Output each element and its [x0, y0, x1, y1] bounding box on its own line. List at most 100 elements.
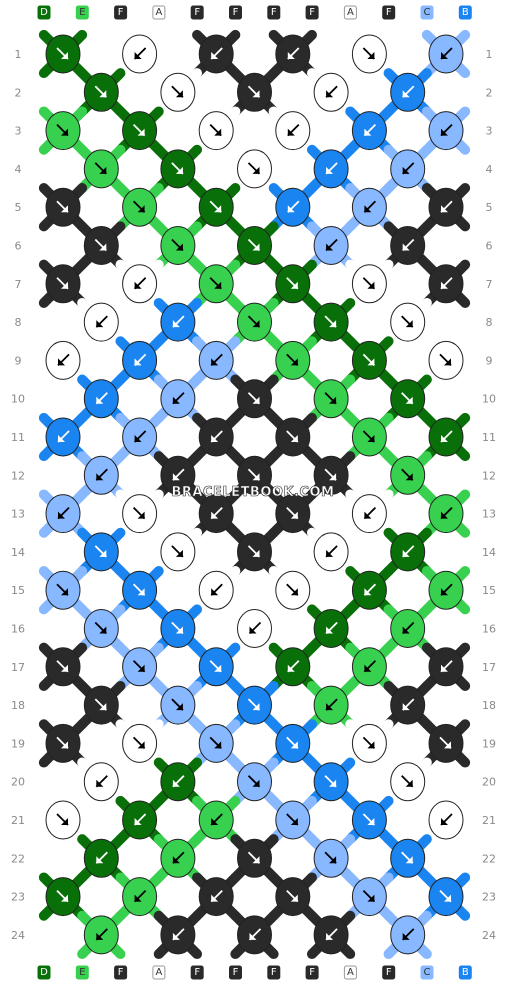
knot[interactable] — [275, 34, 311, 74]
knot[interactable] — [83, 685, 119, 725]
knot[interactable] — [390, 302, 426, 342]
knot[interactable] — [351, 494, 387, 534]
knot[interactable] — [198, 264, 234, 304]
knot[interactable] — [83, 762, 119, 802]
knot[interactable] — [45, 494, 81, 534]
knot[interactable] — [160, 72, 196, 112]
knot[interactable] — [122, 340, 158, 380]
knot[interactable] — [160, 302, 196, 342]
knot[interactable] — [122, 34, 158, 74]
knot[interactable] — [428, 570, 464, 610]
knot[interactable] — [237, 532, 272, 572]
knot[interactable] — [198, 723, 234, 763]
knot[interactable] — [237, 226, 272, 265]
knot[interactable] — [45, 417, 81, 457]
knot[interactable] — [45, 877, 81, 917]
knot[interactable] — [428, 800, 464, 840]
knot[interactable] — [83, 72, 119, 112]
knot[interactable] — [198, 877, 234, 917]
knot[interactable] — [160, 609, 196, 648]
knot[interactable] — [275, 340, 311, 380]
knot[interactable] — [122, 723, 158, 763]
knot[interactable] — [83, 455, 119, 495]
knot[interactable] — [45, 647, 81, 687]
knot[interactable] — [83, 302, 119, 342]
knot[interactable] — [275, 417, 311, 457]
knot[interactable] — [313, 915, 349, 955]
knot[interactable] — [313, 72, 349, 112]
knot[interactable] — [351, 800, 387, 840]
knot[interactable] — [122, 417, 158, 457]
knot[interactable] — [313, 762, 349, 802]
knot[interactable] — [428, 877, 464, 917]
knot[interactable] — [237, 149, 272, 189]
knot[interactable] — [237, 455, 272, 495]
knot[interactable] — [237, 685, 272, 725]
knot[interactable] — [275, 187, 311, 227]
knot[interactable] — [351, 417, 387, 457]
knot[interactable] — [351, 340, 387, 380]
knot[interactable] — [275, 570, 311, 610]
knot[interactable] — [198, 570, 234, 610]
knot[interactable] — [45, 723, 81, 763]
knot[interactable] — [390, 149, 426, 189]
knot[interactable] — [237, 302, 272, 342]
knot[interactable] — [428, 723, 464, 763]
knot[interactable] — [428, 647, 464, 687]
knot[interactable] — [160, 455, 196, 495]
knot[interactable] — [160, 838, 196, 878]
knot[interactable] — [237, 609, 272, 648]
knot[interactable] — [122, 187, 158, 227]
knot[interactable] — [83, 226, 119, 265]
knot[interactable] — [313, 379, 349, 419]
knot[interactable] — [390, 609, 426, 648]
knot[interactable] — [351, 723, 387, 763]
knot[interactable] — [390, 915, 426, 955]
knot[interactable] — [122, 111, 158, 151]
knot[interactable] — [198, 34, 234, 74]
knot[interactable] — [351, 111, 387, 151]
knot[interactable] — [313, 838, 349, 878]
knot[interactable] — [390, 532, 426, 572]
knot[interactable] — [83, 149, 119, 189]
knot[interactable] — [160, 685, 196, 725]
knot[interactable] — [160, 379, 196, 419]
knot[interactable] — [122, 570, 158, 610]
knot[interactable] — [45, 111, 81, 151]
knot[interactable] — [351, 570, 387, 610]
knot[interactable] — [83, 915, 119, 955]
knot[interactable] — [390, 685, 426, 725]
knot[interactable] — [351, 34, 387, 74]
knot[interactable] — [275, 800, 311, 840]
knot[interactable] — [122, 877, 158, 917]
knot[interactable] — [313, 685, 349, 725]
knot[interactable] — [390, 72, 426, 112]
knot[interactable] — [198, 494, 234, 534]
knot[interactable] — [313, 149, 349, 189]
knot[interactable] — [351, 647, 387, 687]
knot[interactable] — [122, 494, 158, 534]
knot[interactable] — [351, 264, 387, 304]
knot[interactable] — [275, 647, 311, 687]
knot[interactable] — [275, 723, 311, 763]
knot[interactable] — [428, 494, 464, 534]
knot[interactable] — [83, 379, 119, 419]
knot[interactable] — [390, 455, 426, 495]
knot[interactable] — [160, 149, 196, 189]
knot[interactable] — [198, 111, 234, 151]
knot[interactable] — [275, 494, 311, 534]
knot[interactable] — [237, 762, 272, 802]
knot[interactable] — [122, 647, 158, 687]
knot[interactable] — [237, 379, 272, 419]
knot[interactable] — [428, 111, 464, 151]
knot[interactable] — [313, 532, 349, 572]
knot[interactable] — [160, 226, 196, 265]
knot[interactable] — [198, 187, 234, 227]
knot[interactable] — [351, 877, 387, 917]
knot[interactable] — [275, 111, 311, 151]
knot[interactable] — [237, 72, 272, 112]
knot[interactable] — [45, 340, 81, 380]
knot[interactable] — [45, 34, 81, 74]
knot[interactable] — [428, 340, 464, 380]
knot[interactable] — [160, 915, 196, 955]
